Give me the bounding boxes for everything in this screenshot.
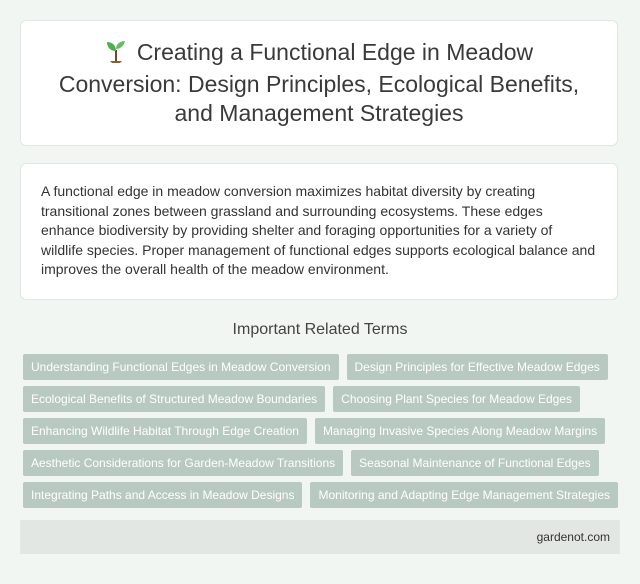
related-term-chip[interactable]: Monitoring and Adapting Edge Management … (310, 482, 619, 508)
related-term-chip[interactable]: Managing Invasive Species Along Meadow M… (314, 418, 606, 444)
related-term-chip[interactable]: Aesthetic Considerations for Garden-Mead… (23, 450, 344, 476)
related-terms-list: Understanding Functional Edges in Meadow… (23, 354, 623, 508)
related-terms-heading: Important Related Terms (232, 321, 408, 338)
footer: gardenot.com (20, 520, 620, 554)
related-term-chip[interactable]: Design Principles for Effective Meadow E… (346, 354, 608, 380)
related-term-chip[interactable]: Ecological Benefits of Structured Meadow… (23, 386, 326, 412)
sprout-icon (105, 39, 127, 70)
related-term-chip[interactable]: Enhancing Wildlife Habitat Through Edge … (23, 418, 307, 444)
title-card: Creating a Functional Edge in Meadow Con… (20, 20, 618, 146)
related-term-chip[interactable]: Integrating Paths and Access in Meadow D… (23, 482, 303, 508)
footer-site-link[interactable]: gardenot.com (536, 530, 610, 544)
related-term-chip[interactable]: Understanding Functional Edges in Meadow… (23, 354, 339, 380)
related-term-chip[interactable]: Seasonal Maintenance of Functional Edges (351, 450, 599, 476)
page-title-text: Creating a Functional Edge in Meadow Con… (58, 39, 580, 126)
description-card: A functional edge in meadow conversion m… (20, 163, 618, 300)
page-title: Creating a Functional Edge in Meadow Con… (21, 38, 617, 128)
related-term-chip[interactable]: Choosing Plant Species for Meadow Edges (333, 386, 580, 412)
description-text: A functional edge in meadow conversion m… (41, 183, 596, 277)
